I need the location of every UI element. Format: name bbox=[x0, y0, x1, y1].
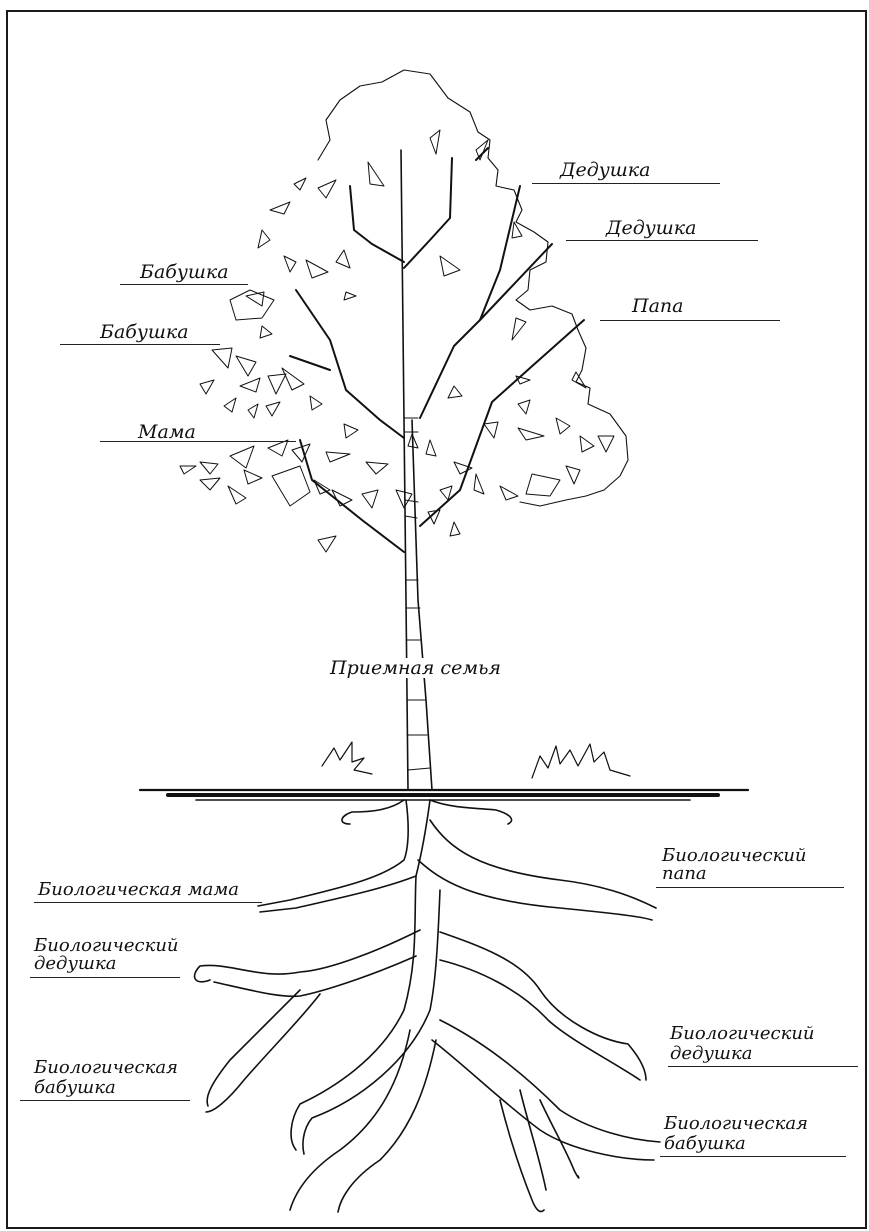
label-bio-grandma-left-line1: Биологическая bbox=[34, 1060, 178, 1076]
underline-mom bbox=[100, 441, 296, 442]
label-foster-family: Приемная семья bbox=[326, 658, 505, 678]
label-bio-grandpa-left-line2: дедушка bbox=[34, 956, 116, 972]
grass-left bbox=[322, 742, 372, 774]
underline-bio-dad bbox=[656, 887, 844, 888]
label-bio-grandma-left-line2: бабушка bbox=[34, 1080, 116, 1096]
underline-grandma-1 bbox=[120, 284, 248, 285]
underline-bio-grandpa-left bbox=[30, 977, 180, 978]
canopy-outline bbox=[318, 70, 628, 506]
underline-grandma-2 bbox=[60, 344, 220, 345]
underline-dad bbox=[600, 320, 780, 321]
trunk-left bbox=[401, 150, 408, 790]
roots bbox=[195, 800, 660, 1212]
underline-bio-grandma-left bbox=[20, 1100, 190, 1101]
label-grandpa-2: Дедушка bbox=[606, 220, 696, 236]
underline-grandpa-2 bbox=[566, 240, 758, 241]
label-dad: Папа bbox=[632, 298, 683, 314]
underline-bio-mom bbox=[34, 902, 262, 903]
label-grandma-1: Бабушка bbox=[140, 264, 229, 280]
underline-bio-grandma-right bbox=[660, 1156, 846, 1157]
label-mom: Мама bbox=[138, 424, 196, 440]
leaves bbox=[180, 130, 614, 552]
label-bio-mom: Биологическая мама bbox=[38, 882, 239, 898]
label-grandma-2: Бабушка bbox=[100, 324, 189, 340]
label-bio-grandma-right-line1: Биологическая bbox=[664, 1116, 808, 1132]
label-grandpa-1: Дедушка bbox=[560, 162, 650, 178]
label-bio-grandpa-right-line2: дедушка bbox=[670, 1046, 752, 1062]
underline-bio-grandpa-right bbox=[668, 1066, 858, 1067]
label-bio-dad-line1: Биологический bbox=[662, 848, 807, 864]
label-bio-grandpa-left-line1: Биологический bbox=[34, 938, 179, 954]
label-bio-grandma-right-line2: бабушка bbox=[664, 1136, 746, 1152]
label-bio-grandpa-right-line1: Биологический bbox=[670, 1026, 815, 1042]
grass-right bbox=[532, 744, 630, 778]
underline-grandpa-1 bbox=[532, 183, 720, 184]
label-bio-dad-line2: папа bbox=[662, 866, 707, 882]
